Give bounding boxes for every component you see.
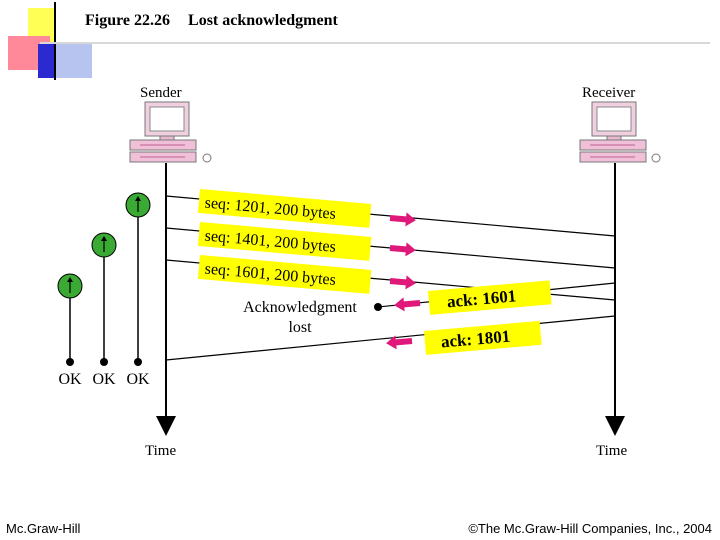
- timer-label-1: OK: [58, 371, 82, 388]
- figure-title: Figure 22.26 Lost acknowledgment: [85, 12, 338, 30]
- title-rule: [40, 42, 710, 44]
- segment-arrow-1: [389, 212, 416, 227]
- timer-2: [91, 232, 117, 366]
- sender-label: Sender: [140, 85, 182, 101]
- receiver-label: Receiver: [582, 85, 635, 101]
- time-label-left: Time: [145, 443, 176, 459]
- footer-publisher: Mc.Graw-Hill: [6, 521, 81, 536]
- deco-vertical-line: [54, 2, 56, 80]
- footer-copyright: ©The Mc.Graw-Hill Companies, Inc., 2004: [468, 521, 712, 536]
- timer-label-3: OK: [126, 371, 150, 388]
- receiver-computer-icon: [579, 101, 661, 163]
- segment-box-1: seq: 1201, 200 bytes: [197, 189, 372, 228]
- segment-arrow-3: [389, 275, 416, 290]
- figure-caption: Lost acknowledgment: [188, 12, 338, 29]
- timer-3: [125, 192, 151, 366]
- ack-lost-dot: [374, 303, 382, 311]
- ack-lost-label-line1: Acknowledgment: [243, 299, 357, 316]
- ack-arrow-2: [386, 335, 413, 350]
- ack-box-2: ack: 1801: [424, 320, 542, 355]
- sender-computer-icon: [129, 101, 212, 163]
- timer-1: [57, 273, 83, 366]
- segment-box-3: seq: 1601, 200 bytes: [197, 255, 372, 294]
- deco-lightblue-square: [56, 44, 92, 78]
- segment-arrow-2: [389, 242, 416, 257]
- segment-box-2: seq: 1401, 200 bytes: [197, 222, 372, 261]
- ack-lost-label-line2: lost: [288, 319, 312, 336]
- ack-line-2: [165, 315, 616, 361]
- ack-arrow-1: [394, 297, 421, 312]
- ack-box-1: ack: 1601: [428, 280, 552, 315]
- figure-number: Figure 22.26: [85, 12, 171, 29]
- time-label-right: Time: [596, 443, 627, 459]
- timer-label-2: OK: [92, 371, 116, 388]
